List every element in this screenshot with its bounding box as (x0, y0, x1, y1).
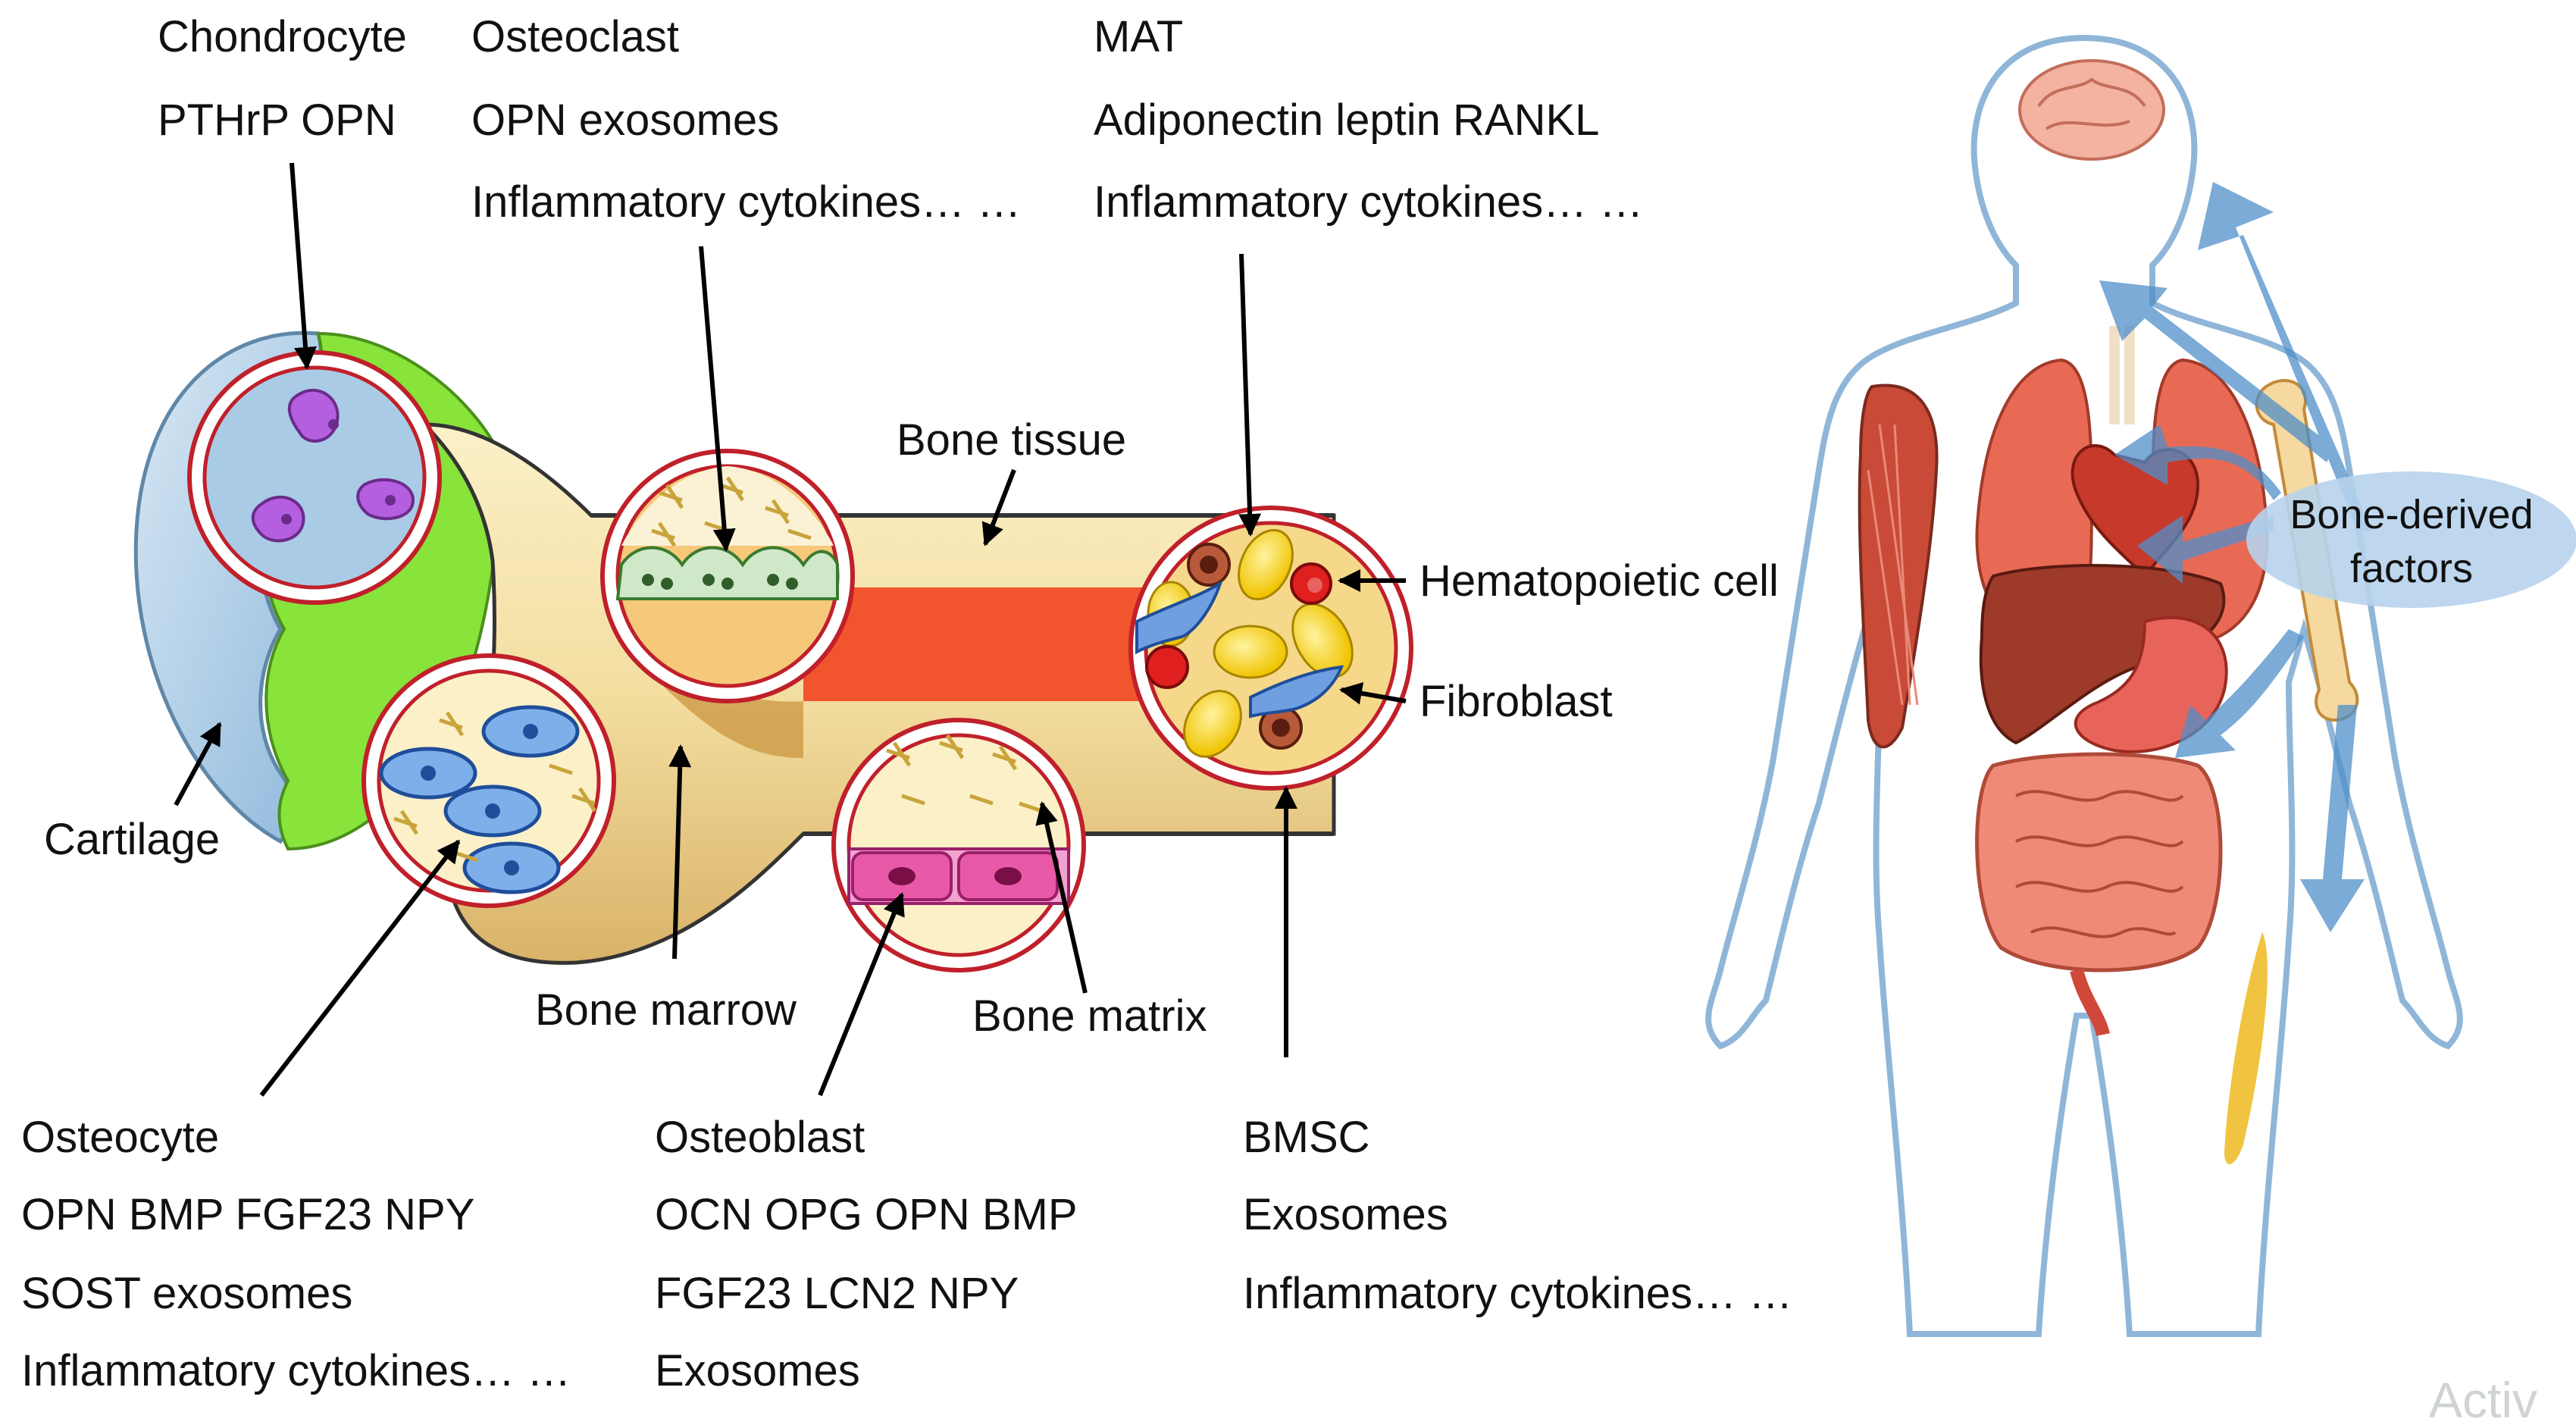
arrow-to-gut (2175, 629, 2304, 758)
bone-diagram (133, 330, 1413, 972)
bone-derived-factors-bubble: Bone-derived factors (2246, 471, 2576, 608)
chondrocyte-cell (251, 496, 305, 543)
adipocyte (1147, 528, 1354, 758)
liver-icon (1979, 564, 2226, 745)
osteoblast-title: Osteoblast (655, 1113, 865, 1162)
chondrocyte-arrow (290, 162, 317, 370)
osteoclast-arrow (699, 246, 736, 552)
osteoblast-cells (847, 847, 1070, 905)
osteocyte-cell (481, 705, 580, 758)
fibroblast-arrow (1339, 681, 1407, 705)
mat-factor-line-1: Adiponectin leptin RANKL (1094, 96, 1599, 145)
osteocyte-title: Osteocyte (21, 1113, 219, 1162)
watermark-text: Activ (2429, 1372, 2537, 1428)
mat-group: MAT Adiponectin leptin RANKL Inflammator… (1094, 12, 1643, 537)
mat-arrow (1238, 253, 1262, 537)
chondrocyte-factors: PTHrP OPN (158, 96, 396, 145)
bone-matrix-arrow (1035, 801, 1088, 994)
collagen-fibers (393, 711, 597, 863)
osteoclast-factor-line-2: Inflammatory cytokines… … (471, 177, 1021, 227)
brain-icon (2018, 59, 2165, 161)
marrow-inset (1128, 506, 1413, 791)
osteoblast-arrow (818, 892, 905, 1097)
bone-tissue-label: Bone tissue (897, 415, 1126, 465)
osteocyte-factor-line-3: Inflammatory cytokines… … (21, 1346, 571, 1395)
osteocyte-cell (462, 841, 561, 894)
osteocyte-arrow (259, 839, 461, 1097)
arrow-to-upper-body (2099, 280, 2334, 462)
mat-factor-line-2: Inflammatory cytokines… … (1094, 177, 1643, 227)
osteoclast-group: Osteoclast OPN exosomes Inflammatory cyt… (471, 12, 1021, 552)
chondrocyte-inset (187, 350, 442, 605)
chondrocyte-group: Chondrocyte PTHrP OPN (158, 12, 407, 370)
fibroblast-label: Fibroblast (1419, 677, 1613, 726)
osteoblast-factor-line-1: OCN OPG OPN BMP (655, 1190, 1078, 1239)
bone-tissue-arrow (981, 468, 1016, 546)
bmsc-factor-line-2: Inflammatory cytokines… … (1243, 1269, 1792, 1318)
bone-matrix-label: Bone matrix (972, 991, 1207, 1041)
bone-marrow-label: Bone marrow (535, 985, 797, 1035)
bone-derived-arrows (2099, 182, 2372, 932)
intestines-icon (1975, 752, 2223, 1037)
bubble-line-2: factors (2350, 546, 2473, 591)
arrow-to-lungs (2114, 424, 2281, 500)
bone-marrow-arrow (668, 744, 692, 960)
mat-title: MAT (1094, 12, 1183, 61)
osteocyte-factor-line-2: SOST exosomes (21, 1269, 352, 1318)
chondrocyte-cell (287, 389, 340, 443)
chondrocyte-title: Chondrocyte (158, 12, 407, 61)
adipose-tissue-icon (2224, 932, 2268, 1165)
osteoclast-cells (615, 546, 839, 600)
osteoclast-title: Osteoclast (471, 12, 679, 61)
osteocyte-factor-line-1: OPN BMP FGF23 NPY (21, 1190, 474, 1239)
arrow-to-heart (2137, 515, 2274, 584)
human-body-panel: Bone-derived factors (1705, 34, 2576, 1337)
cartilage-arrow (174, 722, 222, 806)
osteoblast-inset (831, 718, 1086, 972)
bmsc-factor-line-1: Exosomes (1243, 1190, 1448, 1239)
osteocyte-cell (379, 747, 477, 800)
osteoblast-group: Osteoblast OCN OPG OPN BMP FGF23 LCN2 NP… (655, 892, 1078, 1395)
bubble-line-1: Bone-derived (2290, 492, 2533, 537)
cartilage-label: Cartilage (44, 815, 220, 864)
osteocyte-cell (443, 784, 542, 838)
body-outline (1705, 34, 2463, 1337)
muscle-icon (1858, 384, 1939, 749)
osteocyte-group: Osteocyte OPN BMP FGF23 NPY SOST exosome… (21, 839, 571, 1395)
osteoblast-factor-line-3: Exosomes (655, 1346, 860, 1395)
collagen-fibers (886, 734, 1043, 813)
osteoclast-inset (600, 449, 855, 703)
hematopoietic-cell-label: Hematopoietic cell (1419, 556, 1779, 606)
chondrocyte-cell (356, 478, 415, 521)
bmsc-title: BMSC (1243, 1113, 1370, 1162)
fibroblast-cells (1135, 580, 1344, 719)
osteoclast-factor-line-1: OPN exosomes (471, 96, 779, 145)
bmsc-group: BMSC Exosomes Inflammatory cytokines… … (1243, 786, 1792, 1318)
osteocyte-inset (362, 653, 616, 908)
osteoblast-factor-line-2: FGF23 LCN2 NPY (655, 1269, 1019, 1318)
arrow-downward (2300, 705, 2365, 932)
collagen-fibers (651, 476, 812, 547)
hematopoietic-cells (1145, 543, 1332, 750)
